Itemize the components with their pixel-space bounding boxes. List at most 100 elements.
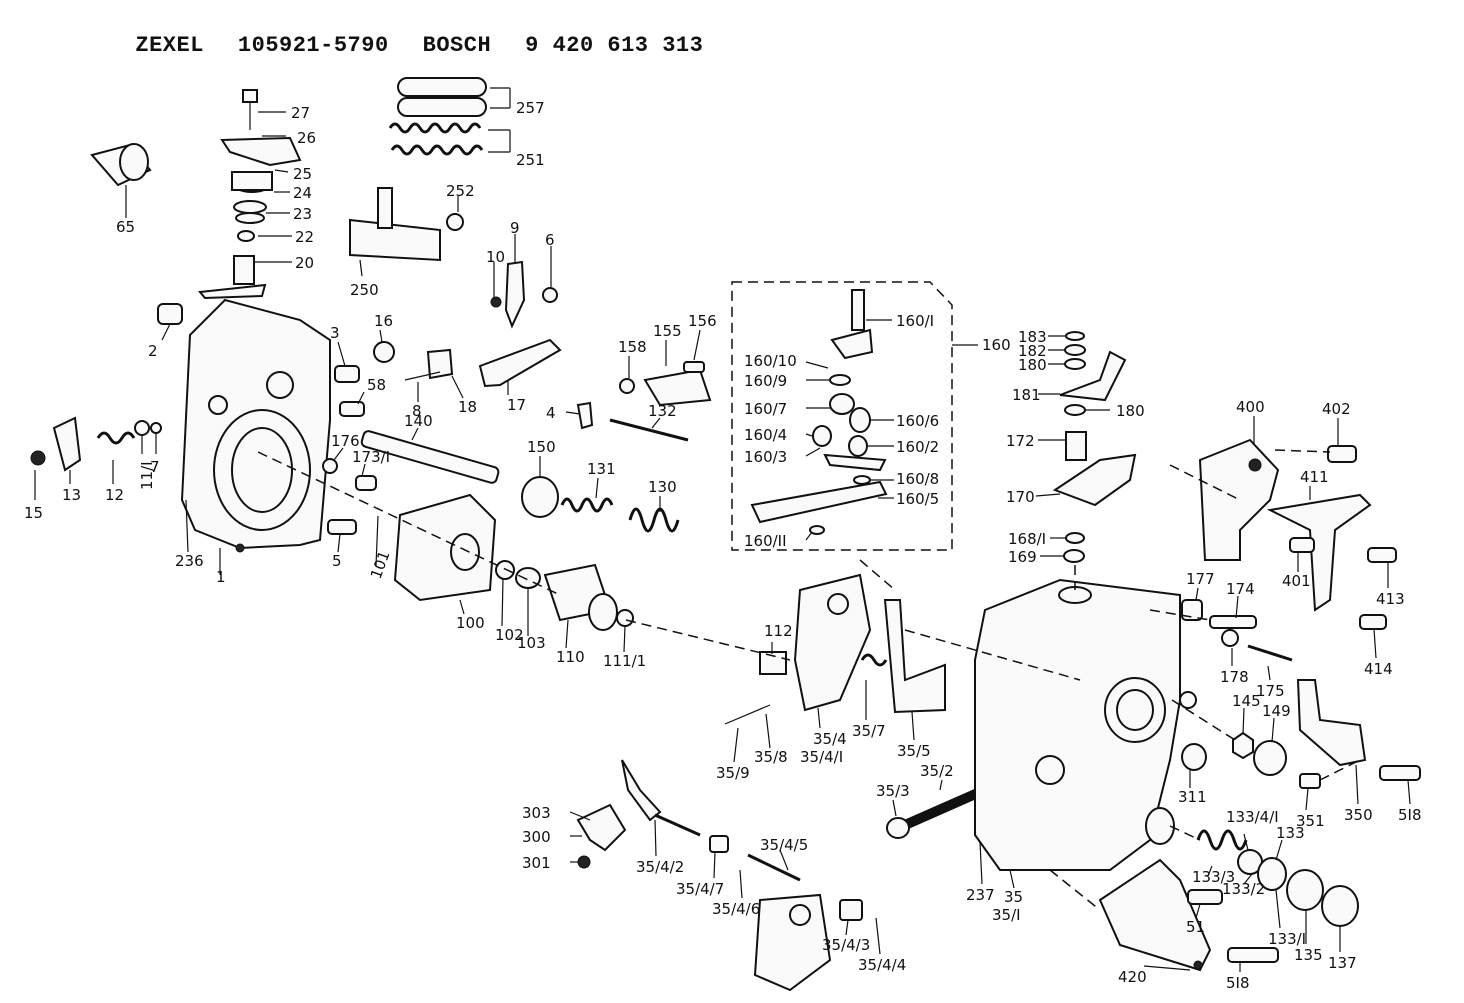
label-131: 131 xyxy=(587,460,616,478)
label-24: 24 xyxy=(293,184,312,202)
part-number-zexel: 105921-5790 xyxy=(237,33,389,58)
label-169: 169 xyxy=(1008,548,1037,566)
label-140: 140 xyxy=(404,412,433,430)
label-401: 401 xyxy=(1282,572,1311,590)
label-132: 132 xyxy=(648,402,677,420)
lever-170-group xyxy=(1052,331,1137,563)
label-35-5: 35/5 xyxy=(897,742,931,760)
label-58: 58 xyxy=(367,376,386,394)
label-156: 156 xyxy=(688,312,717,330)
label-155: 155 xyxy=(653,322,682,340)
label-181: 181 xyxy=(1012,386,1041,404)
flyweight-assembly xyxy=(393,493,634,631)
label-23: 23 xyxy=(293,205,312,223)
label-1: 1 xyxy=(216,568,226,586)
governor-housing xyxy=(180,298,331,553)
lever-155-group xyxy=(576,361,712,442)
bracket-250 xyxy=(349,187,464,262)
sleeve-65 xyxy=(90,143,152,187)
label-3: 3 xyxy=(330,324,340,342)
label-8: 8 xyxy=(412,402,422,420)
label-160-5: 160/5 xyxy=(896,490,939,508)
seals-145-149-311 xyxy=(1179,691,1287,776)
label-172: 172 xyxy=(1006,432,1035,450)
label-35-2: 35/2 xyxy=(920,762,954,780)
label-35-9: 35/9 xyxy=(716,764,750,782)
brackets-400-411 xyxy=(1198,438,1397,630)
label-351: 351 xyxy=(1296,812,1325,830)
label-177: 177 xyxy=(1186,570,1215,588)
label-133-3: 133/3 xyxy=(1192,868,1235,886)
label-300: 300 xyxy=(522,828,551,846)
group-160-box xyxy=(731,281,978,551)
label-411: 411 xyxy=(1300,468,1329,486)
label-35-4: 35/4 xyxy=(813,730,847,748)
label-183: 183 xyxy=(1018,328,1047,346)
label-133: 133 xyxy=(1276,824,1305,842)
label-180-a: 180 xyxy=(1018,356,1047,374)
label-27: 27 xyxy=(291,104,310,122)
lever-assembly xyxy=(404,260,562,388)
label-250: 250 xyxy=(350,281,379,299)
label-251: 251 xyxy=(516,151,545,169)
brand-zexel: ZEXEL xyxy=(135,33,204,58)
label-35-4-6: 35/4/6 xyxy=(712,900,760,918)
springs-257-251 xyxy=(388,77,511,156)
label-160-1: 160/I xyxy=(896,312,934,330)
label-180-b: 180 xyxy=(1116,402,1145,420)
label-133-2: 133/2 xyxy=(1222,880,1265,898)
label-111-1: 111/1 xyxy=(603,652,646,670)
label-135: 135 xyxy=(1294,946,1323,964)
label-18: 18 xyxy=(458,398,477,416)
label-35-1: 35/I xyxy=(992,906,1021,924)
label-11-1: 11/I xyxy=(138,461,156,490)
label-2: 2 xyxy=(148,342,158,360)
label-6: 6 xyxy=(545,231,555,249)
label-236: 236 xyxy=(175,552,204,570)
label-252: 252 xyxy=(446,182,475,200)
label-22: 22 xyxy=(295,228,314,246)
top-adjuster-stack xyxy=(198,89,302,300)
label-130: 130 xyxy=(648,478,677,496)
label-150: 150 xyxy=(527,438,556,456)
label-12: 12 xyxy=(105,486,124,504)
label-168-1: 168/I xyxy=(1008,530,1046,548)
label-160-10: 160/10 xyxy=(744,352,797,370)
label-149: 149 xyxy=(1262,702,1291,720)
label-160-8: 160/8 xyxy=(896,470,939,488)
label-170: 170 xyxy=(1006,488,1035,506)
label-26: 26 xyxy=(297,129,316,147)
label-158: 158 xyxy=(618,338,647,356)
label-160-3: 160/3 xyxy=(744,448,787,466)
label-112: 112 xyxy=(764,622,793,640)
label-35-4-5: 35/4/5 xyxy=(760,836,808,854)
label-7: 7 xyxy=(150,458,160,476)
label-35-7: 35/7 xyxy=(852,722,886,740)
label-5: 5 xyxy=(332,552,342,570)
label-20: 20 xyxy=(295,254,314,272)
leader-lines xyxy=(34,111,1411,972)
label-400: 400 xyxy=(1236,398,1265,416)
label-35-4-2: 35/4/2 xyxy=(636,858,684,876)
label-174: 174 xyxy=(1226,580,1255,598)
bracket-350 xyxy=(1227,679,1421,963)
governor-springs xyxy=(521,476,680,533)
part-labels: 27 26 25 24 23 22 20 65 257 251 252 250 … xyxy=(24,99,1422,992)
label-414: 414 xyxy=(1364,660,1393,678)
label-100: 100 xyxy=(456,614,485,632)
parts-133-137 xyxy=(1187,829,1359,927)
label-35-3: 35/3 xyxy=(876,782,910,800)
label-35-4-1: 35/4/I xyxy=(800,748,843,766)
label-518-b: 5I8 xyxy=(1226,974,1250,992)
label-17: 17 xyxy=(507,396,526,414)
label-402: 402 xyxy=(1322,400,1351,418)
label-160-7: 160/7 xyxy=(744,400,787,418)
assembly-guides xyxy=(257,449,1361,911)
shaft-140 xyxy=(360,430,500,484)
label-133-4-1: 133/4/I xyxy=(1226,808,1279,826)
brand-bosch: BOSCH xyxy=(422,33,492,58)
label-145: 145 xyxy=(1232,692,1261,710)
label-25: 25 xyxy=(293,165,312,183)
label-350: 350 xyxy=(1344,806,1373,824)
lower-lever-group xyxy=(576,759,863,992)
